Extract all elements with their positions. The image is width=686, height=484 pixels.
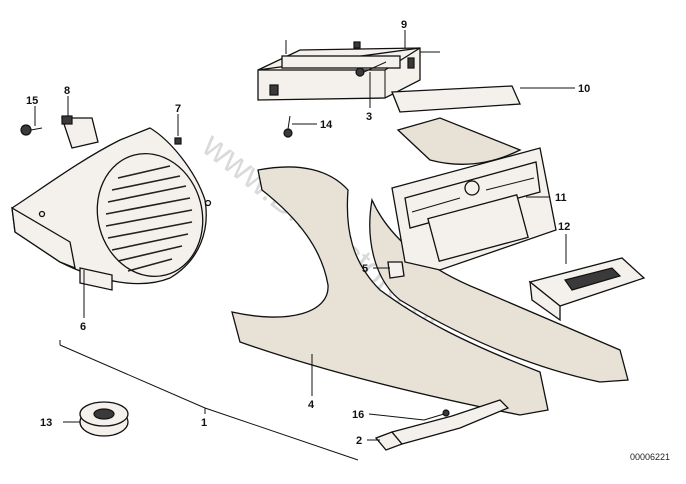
leader-lines	[34, 30, 575, 461]
callout-6: 6	[80, 321, 86, 333]
callout-2: 2	[356, 435, 362, 447]
part-15-screw	[20, 124, 43, 136]
callout-9: 9	[401, 19, 407, 31]
callout-15: 15	[26, 95, 38, 107]
callout-10: 10	[578, 83, 590, 95]
part-6-speaker-housing	[11, 127, 212, 291]
part-5-clip	[387, 261, 405, 279]
part-8-bracket	[61, 115, 99, 149]
part-10-trim-strip	[391, 85, 521, 113]
callout-12: 12	[558, 221, 570, 233]
part-2-bracket	[374, 399, 510, 451]
callout-14: 14	[320, 119, 333, 131]
speaker-grille	[105, 165, 193, 272]
part-11-vent-panel	[391, 147, 557, 271]
part-12-ashtray	[528, 257, 646, 322]
part-16-screw	[423, 409, 450, 421]
callout-11: 11	[555, 192, 567, 204]
part-7-screw	[174, 137, 182, 145]
callout-13: 13	[40, 417, 52, 429]
callout-1: 1	[201, 417, 207, 429]
document-number: 00006221	[630, 452, 670, 462]
part-3-screw	[355, 61, 387, 77]
callout-5: 5	[362, 263, 368, 275]
callout-3: 3	[366, 111, 372, 123]
callout-labels: 1 2 3 4 5 6 7 8 9 10 11 12 13 14 15 16	[26, 19, 590, 447]
callout-16: 16	[352, 409, 364, 421]
part-9-top-cover	[257, 40, 440, 101]
callout-8: 8	[64, 85, 70, 97]
callout-4: 4	[308, 399, 315, 411]
part-14-screw	[283, 115, 293, 138]
callout-7: 7	[175, 103, 181, 115]
part-13-ring	[79, 401, 129, 437]
